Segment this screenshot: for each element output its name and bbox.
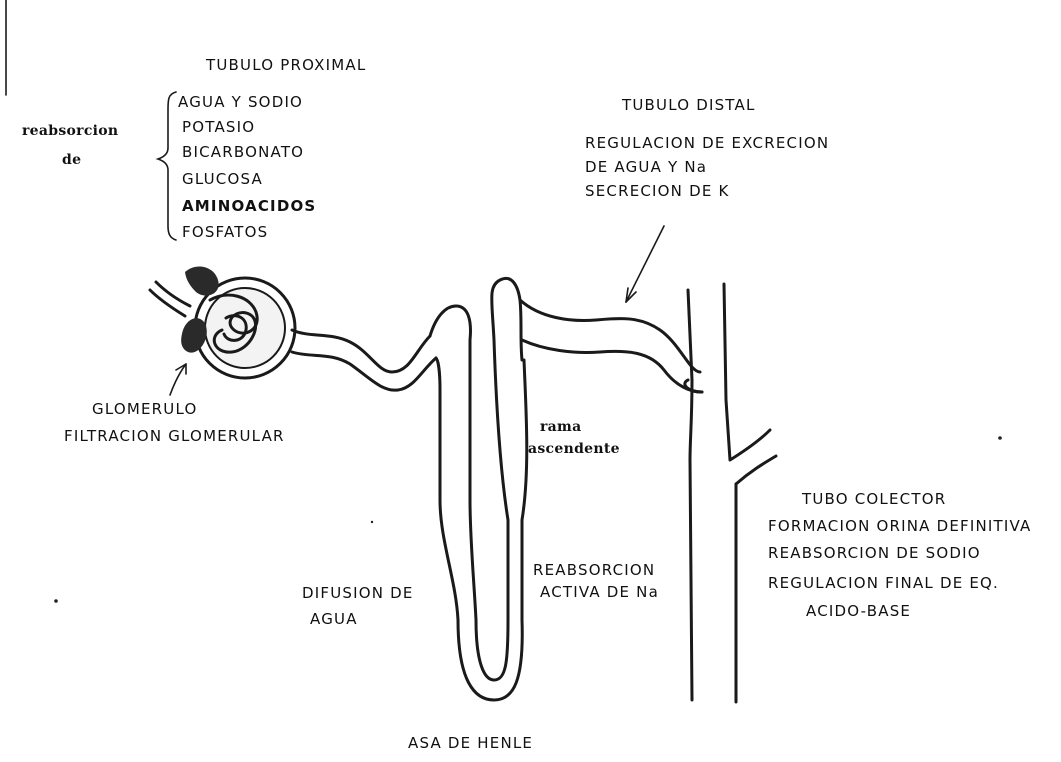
proximal-item-3: BICARBONATO (182, 145, 304, 160)
reabsorcion-de-label: de (62, 153, 81, 167)
distal-line-2: DE AGUA Y Na (585, 160, 707, 175)
reabsorcion-activa-label: REABSORCION (533, 563, 655, 578)
descending-limb (430, 306, 476, 620)
proximal-item-5: AMINOACIDOS (182, 199, 316, 214)
colector-line-1: FORMACION ORINA DEFINITIVA (768, 519, 1031, 534)
difusion-label: DIFUSION DE (302, 586, 414, 601)
activa-na-label: ACTIVA DE Na (540, 585, 659, 600)
distal-title: TUBULO DISTAL (622, 98, 756, 113)
colector-line-4: ACIDO-BASE (806, 604, 911, 619)
proximal-tubule (292, 330, 436, 390)
reabsorcion-label: reabsorcion (22, 124, 118, 138)
proximal-item-4: GLUCOSA (182, 172, 263, 187)
ascendente-label: ascendente (528, 442, 620, 456)
proximal-item-6: FOSFATOS (182, 225, 268, 240)
brace (158, 92, 176, 240)
colector-title: TUBO COLECTOR (802, 492, 946, 507)
henle-loop-bottom (458, 620, 522, 700)
collecting-duct (685, 284, 776, 702)
colector-line-3: REGULACION FINAL DE EQ. (768, 576, 999, 591)
distal-line-1: REGULACION DE EXCRECION (585, 136, 829, 151)
distal-line-3: SECRECION DE K (585, 184, 730, 199)
henle-title: ASA DE HENLE (408, 736, 533, 751)
glomerulus (150, 266, 295, 378)
glomerulo-title: GLOMERULO (92, 402, 198, 417)
rama-label: rama (540, 420, 582, 434)
proximal-item-1: AGUA Y SODIO (178, 95, 303, 110)
colector-line-2: REABSORCION DE SODIO (768, 546, 981, 561)
arrow-distal (626, 226, 664, 302)
arrow-glomerulo (170, 364, 186, 395)
henle-loop-inner (476, 620, 508, 680)
agua-label: AGUA (310, 612, 358, 627)
glomerulo-subtitle: FILTRACION GLOMERULAR (64, 429, 285, 444)
proximal-item-2: POTASIO (182, 120, 255, 135)
proximal-title: TUBULO PROXIMAL (206, 58, 366, 73)
